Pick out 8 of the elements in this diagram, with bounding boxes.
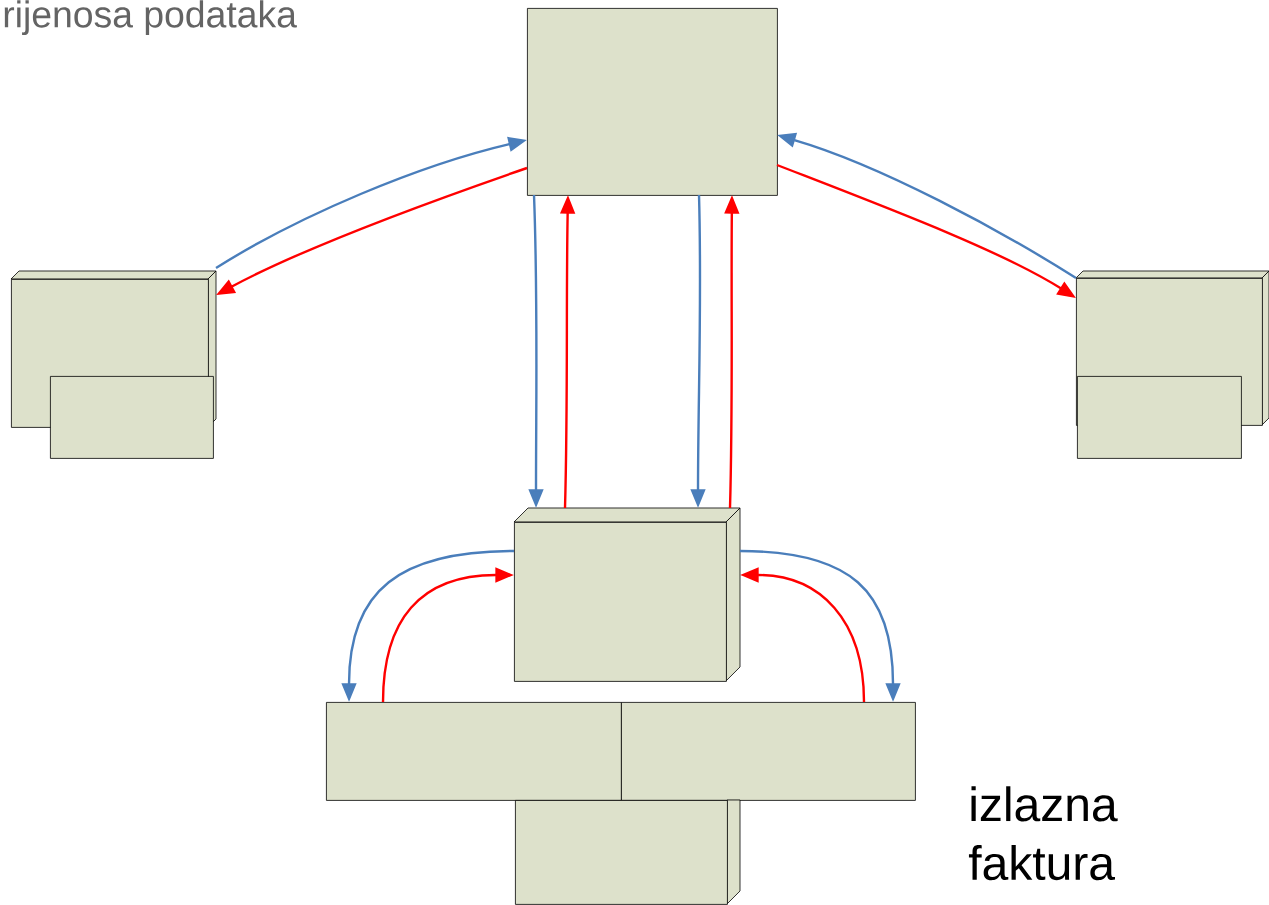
caption-text: rijenosa podataka	[4, 0, 297, 36]
caption-text: izlazna faktura	[968, 786, 1118, 881]
box	[621, 702, 916, 801]
box-3d	[515, 799, 741, 905]
box	[326, 702, 622, 801]
box	[1077, 376, 1242, 459]
box-3d	[513, 507, 741, 682]
box	[527, 8, 778, 196]
